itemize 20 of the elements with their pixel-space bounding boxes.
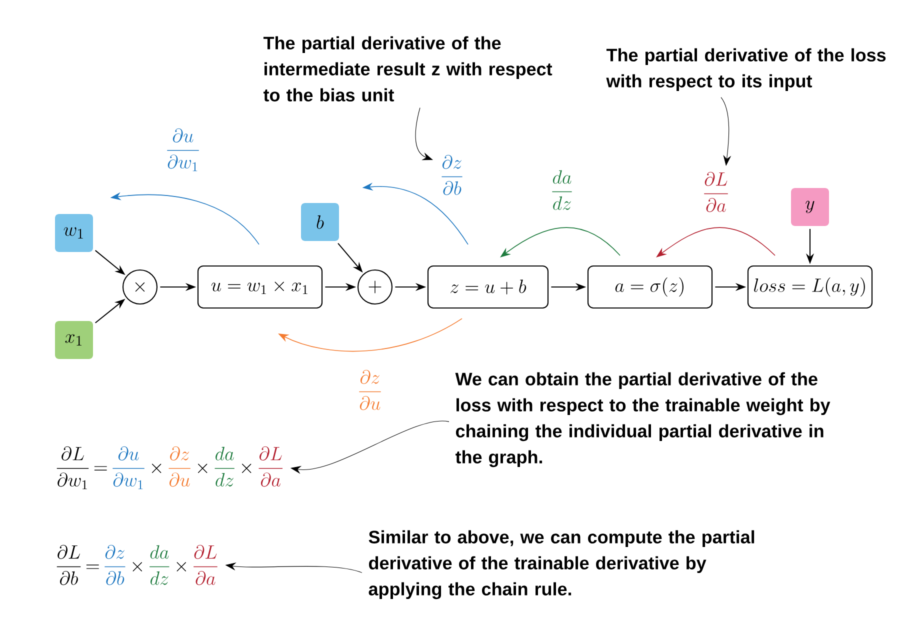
annotation-text: Similar to above, we can compute the partial derivative of the trainable derivative by applying the chain rule. <box>368 530 754 600</box>
annotation-text: The partial derivative of the loss with respect to its input <box>606 48 886 92</box>
annotation-text: The partial derivative of the intermediate result z with respect to the bias unit <box>263 36 552 102</box>
equation: $\frac{\partial L}{\partial w_1}$ $=$ $\frac{\partial u}{\partial w_1}$ $\times$ $\frac{\partial z}{\partial u}$ $\times$ $\frac{da}{dz}$ $\times$ $\frac{\partial L}{\partial a}$ <box>56 446 283 490</box>
variable-box: $w_1$ <box>55 214 93 252</box>
leader-line <box>415 107 433 160</box>
equation: $\frac{\partial L}{\partial b}$ $=$ $\frac{\partial z}{\partial b}$ $\times$ $\frac{da}{dz}$ $\times$ $\frac{\partial L}{\partial a}$ <box>56 544 218 586</box>
edge-label: $\frac{\partial L}{\partial a}$ <box>704 172 728 212</box>
annotation-text: We can obtain the partial derivative of the loss with respect to the trainable weight by chaining the individual partial derivative in the graph. <box>455 372 830 468</box>
function-box: $z = u + b$ <box>427 265 549 309</box>
variable-box: $b$ <box>301 203 339 241</box>
edge-label: $\frac{da}{dz}$ <box>552 170 572 210</box>
edge-label: $\frac{\partial u}{\partial w_1}$ <box>167 128 199 172</box>
variable-box: $x_1$ <box>55 321 93 359</box>
function-box: $u = w_1 \times x_1$ <box>197 265 323 309</box>
variable-box: $y$ <box>791 188 829 226</box>
function-box: $a = \sigma(z)$ <box>587 265 713 309</box>
edge-label: $\frac{\partial z}{\partial b}$ <box>442 154 462 196</box>
edge-label: $\frac{\partial z}{\partial u}$ <box>359 370 381 410</box>
function-box: $loss = L(a, y)$ <box>747 265 873 309</box>
